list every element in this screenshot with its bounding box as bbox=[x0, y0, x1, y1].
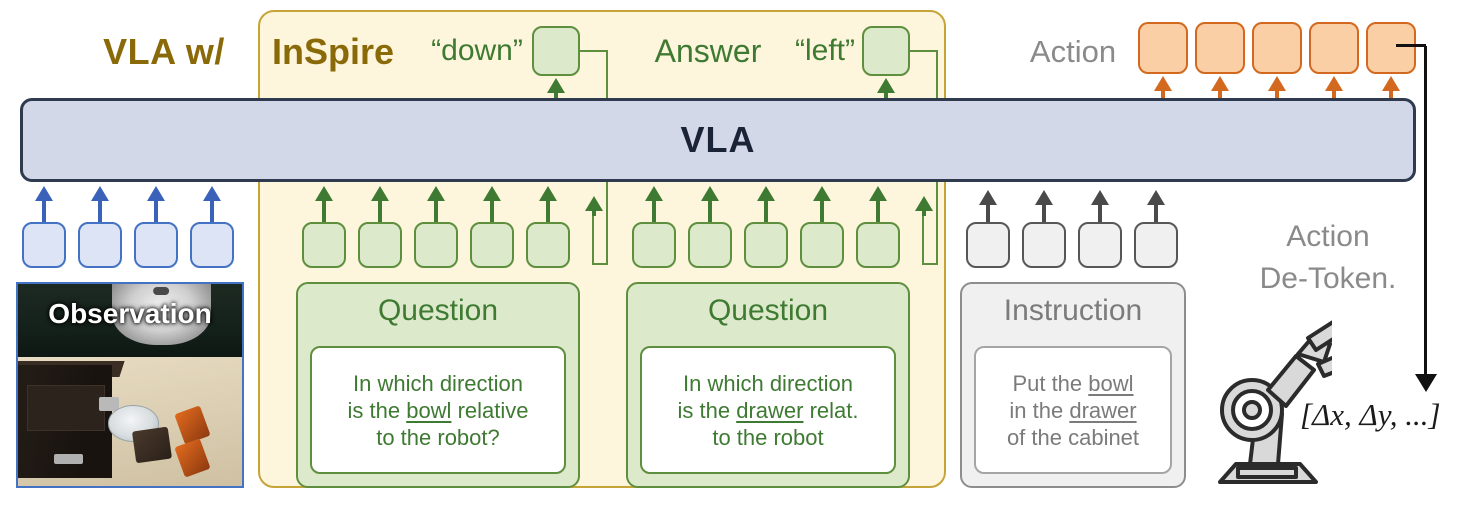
scene-block bbox=[132, 427, 173, 465]
feedback-line-1-bottom bbox=[592, 263, 608, 265]
detoken-arrow-horizontal bbox=[1396, 44, 1426, 47]
observation-token bbox=[134, 222, 178, 268]
detoken-arrow-vertical bbox=[1424, 46, 1427, 376]
question-1-object: bowl bbox=[406, 397, 452, 423]
detoken-arrow-head bbox=[1415, 374, 1437, 392]
instruction-object: bowl bbox=[1088, 370, 1134, 396]
action-token bbox=[1195, 22, 1245, 74]
instruction-card: Instruction Put the bowl in the drawer o… bbox=[960, 282, 1186, 488]
instruction-token bbox=[1022, 222, 1066, 268]
question-2-token bbox=[744, 222, 788, 268]
observation-token bbox=[78, 222, 122, 268]
observation-image: Observation bbox=[16, 282, 244, 488]
action-token bbox=[1366, 22, 1416, 74]
detoken-label-line2: De-Token. bbox=[1259, 262, 1397, 295]
answer-token-1 bbox=[532, 26, 580, 76]
observation-token bbox=[190, 222, 234, 268]
question-2-body: In which direction is the drawer relat. … bbox=[640, 346, 896, 474]
question-1-body: In which direction is the bowl relative … bbox=[310, 346, 566, 474]
observation-token bbox=[22, 222, 66, 268]
action-label: Action bbox=[1029, 34, 1117, 69]
question-2-line3: to the robot bbox=[712, 424, 824, 450]
scene-gripper bbox=[112, 284, 211, 345]
instruction-line3: of the cabinet bbox=[1006, 424, 1140, 450]
question-card-1: Question In which direction is the bowl … bbox=[296, 282, 580, 488]
robot-arm-icon bbox=[1218, 320, 1332, 484]
scene-drawer-handle-lower bbox=[53, 453, 83, 464]
action-token bbox=[1252, 22, 1302, 74]
action-vector-text: [Δx, Δy, ...] bbox=[1300, 397, 1441, 432]
answer-label: Answer bbox=[654, 32, 762, 69]
vla-block-label: VLA bbox=[680, 119, 756, 160]
vla-model-block: VLA bbox=[20, 98, 1416, 182]
action-token bbox=[1138, 22, 1188, 74]
instruction-token bbox=[966, 222, 1010, 268]
answer-value-left: “left” bbox=[795, 34, 855, 67]
question-1-line1: In which direction bbox=[353, 370, 523, 396]
instruction-line2-pre: in the bbox=[1009, 397, 1070, 423]
instruction-body: Put the bowl in the drawer of the cabine… bbox=[974, 346, 1172, 474]
feedback-line-2-top bbox=[908, 50, 938, 52]
feedback-line-2-bottom bbox=[922, 263, 938, 265]
question-1-token bbox=[470, 222, 514, 268]
question-1-line2-pre: is the bbox=[347, 397, 407, 423]
vla-with-label: VLA w/ bbox=[103, 31, 225, 72]
question-2-object: drawer bbox=[736, 397, 804, 423]
question-2-line1: In which direction bbox=[683, 370, 853, 396]
question-2-token bbox=[856, 222, 900, 268]
question-1-title: Question bbox=[377, 294, 499, 327]
action-token bbox=[1309, 22, 1359, 74]
question-1-line2-post: relative bbox=[451, 397, 529, 423]
instruction-token bbox=[1078, 222, 1122, 268]
scene-drawer-handle bbox=[98, 397, 119, 412]
question-card-2: Question In which direction is the drawe… bbox=[626, 282, 910, 488]
observation-scene bbox=[18, 284, 242, 486]
question-2-token bbox=[632, 222, 676, 268]
question-1-token bbox=[414, 222, 458, 268]
instruction-title: Instruction bbox=[1003, 294, 1143, 327]
feedback-line-1-top bbox=[578, 50, 608, 52]
scene-drawer bbox=[26, 385, 106, 432]
scene-gripper-notch bbox=[153, 286, 170, 296]
answer-value-down: “down” bbox=[431, 34, 523, 67]
question-2-title: Question bbox=[707, 294, 829, 327]
question-2-token bbox=[688, 222, 732, 268]
detoken-label: Action De-Token. bbox=[1208, 216, 1448, 302]
question-2-line2-post: relat. bbox=[803, 397, 859, 423]
detoken-label-line1: Action bbox=[1286, 220, 1370, 253]
question-1-token bbox=[358, 222, 402, 268]
question-2-token bbox=[800, 222, 844, 268]
answer-token-2 bbox=[862, 26, 910, 76]
inspire-title: InSpire bbox=[272, 31, 395, 72]
instruction-line1-pre: Put the bbox=[1012, 370, 1089, 396]
feedback-line-1-up bbox=[592, 212, 594, 265]
question-2-line2-pre: is the bbox=[677, 397, 737, 423]
question-1-token bbox=[302, 222, 346, 268]
question-1-token bbox=[526, 222, 570, 268]
feedback-line-2-up bbox=[922, 212, 924, 265]
question-1-line3: to the robot? bbox=[376, 424, 500, 450]
observation-caption: Observation bbox=[48, 298, 212, 329]
instruction-target: drawer bbox=[1069, 397, 1137, 423]
instruction-token bbox=[1134, 222, 1178, 268]
